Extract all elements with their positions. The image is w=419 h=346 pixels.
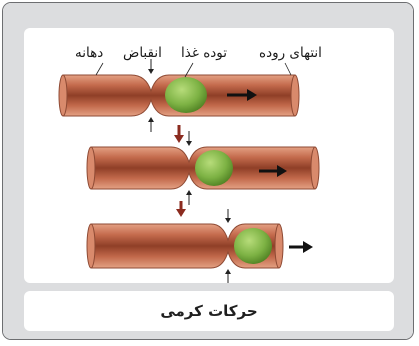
figure-frame: انتهای روده توده غذا انقباض دهانه حرکات …: [2, 2, 414, 340]
caption-box: حرکات کرمی: [24, 291, 394, 331]
label-intestine-end: انتهای روده: [259, 47, 322, 61]
label-contraction: انقباض: [123, 47, 162, 61]
label-entrance: دهانه: [75, 47, 103, 61]
tube-stage-2: [87, 131, 319, 205]
entrance-label-leader: [96, 63, 103, 75]
tube-stage-1: [59, 59, 299, 132]
figure-caption: حرکات کرمی: [160, 302, 257, 320]
food-mass-3: [234, 228, 272, 264]
tube-stage-3: [87, 209, 313, 283]
end-label-leader: [285, 63, 291, 75]
label-food-mass: توده غذا: [181, 47, 227, 61]
food-mass-2: [195, 150, 233, 186]
food-mass-1: [165, 77, 207, 113]
